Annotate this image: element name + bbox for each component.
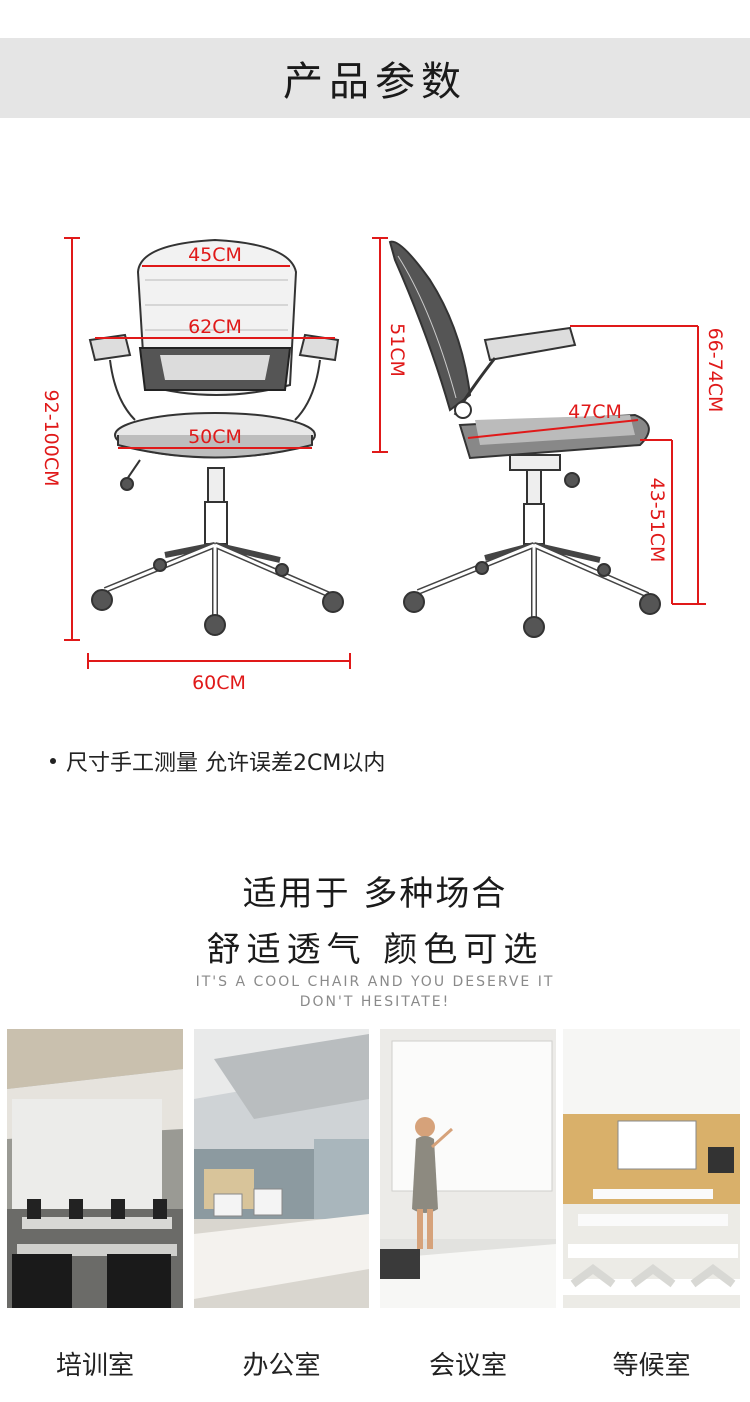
label-seat-height: 43-51CM — [646, 478, 668, 563]
dimension-diagram: 45CM 62CM 50CM 60CM 92-100CM 51CM 47CM 6… — [40, 237, 726, 694]
scene-label-training-room: 培训室 — [55, 1351, 134, 1381]
label-arm-width: 62CM — [188, 316, 242, 338]
scene-photo-waiting-room — [563, 1029, 740, 1308]
label-base-width: 60CM — [192, 672, 246, 694]
measurement-note: 尺寸手工测量 允许误差2CM以内 — [50, 745, 385, 777]
label-arm-height: 66-74CM — [704, 328, 726, 413]
usage-subheading: 舒适透气 颜色可选 — [206, 930, 544, 970]
label-seat-width: 50CM — [188, 426, 242, 448]
measurement-note-text: 尺寸手工测量 允许误差2CM以内 — [66, 751, 386, 776]
page-title: 产品参数 — [283, 59, 467, 105]
dimension-lines — [64, 237, 706, 669]
label-seat-depth: 47CM — [568, 401, 622, 423]
scene-label-meeting-room: 会议室 — [428, 1351, 507, 1381]
chair-front-view — [88, 238, 344, 636]
scene-label-waiting-room: 等候室 — [612, 1351, 691, 1381]
scene-photo-meeting-room — [380, 1029, 556, 1308]
title-band: 产品参数 — [0, 38, 750, 118]
scene-photo-training-room — [7, 1029, 183, 1308]
bullet-dot — [50, 758, 56, 764]
label-back-width: 45CM — [188, 244, 242, 266]
english-line-2: DON'T HESITATE! — [299, 994, 451, 1010]
scene-label-office: 办公室 — [242, 1351, 321, 1381]
english-line-1: IT'S A COOL CHAIR AND YOU DESERVE IT — [195, 974, 555, 990]
label-total-height: 92-100CM — [40, 390, 62, 487]
scene-photo-office — [194, 1029, 369, 1308]
usage-heading: 适用于 多种场合 — [242, 874, 508, 914]
usage-english-text: IT'S A COOL CHAIR AND YOU DESERVE IT DON… — [0, 972, 750, 1012]
label-back-height: 51CM — [386, 323, 408, 377]
chair-side-view — [388, 240, 661, 638]
